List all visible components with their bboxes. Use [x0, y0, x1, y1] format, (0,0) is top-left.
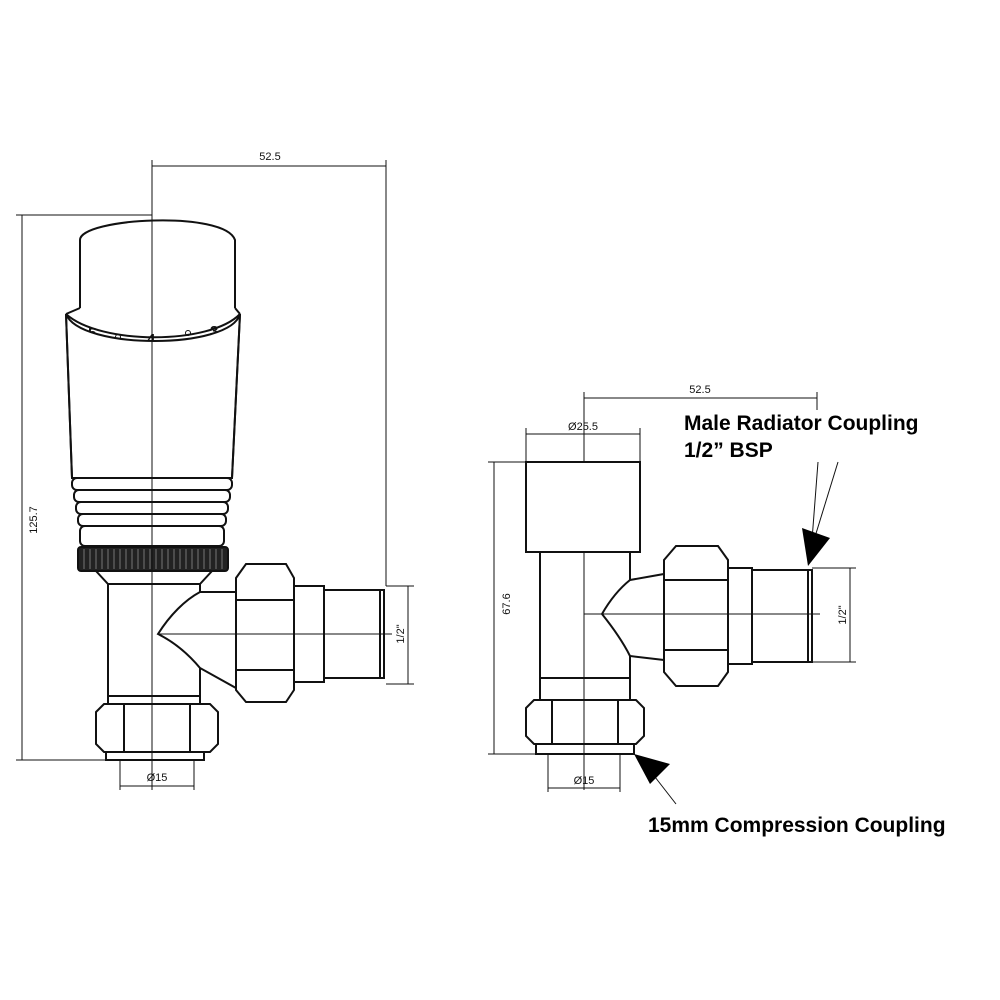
- left-dim-top-label: 52.5: [259, 151, 280, 163]
- arrow-icon: [634, 754, 670, 784]
- right-tail-pipe: [751, 569, 813, 663]
- arrow-icon: [802, 528, 830, 566]
- callout-compression-label: 15mm Compression Coupling: [648, 814, 946, 837]
- right-dim-pipe-label: 1/2": [837, 605, 849, 624]
- right-dim-height-label: 67.6: [501, 593, 513, 614]
- left-dim-pipe: 1/2": [386, 585, 414, 685]
- left-dim-top: 52.5: [151, 151, 387, 586]
- knurled-ring: [77, 546, 229, 572]
- valve-neck: [93, 570, 215, 585]
- callout-compression-coupling: 15mm Compression Coupling: [634, 754, 946, 837]
- right-valve-elbow: [600, 572, 665, 662]
- callout-male-line2: 1/2” BSP: [684, 439, 773, 462]
- thermostatic-head-dome: [79, 219, 236, 308]
- right-dim-pipe: 1/2": [812, 567, 856, 663]
- right-union-nut: [663, 545, 729, 687]
- right-tail-collar: [727, 567, 753, 665]
- left-union-nut: [235, 563, 295, 703]
- left-dim-height: 125.7: [16, 214, 152, 761]
- dial-number-3: 3: [210, 323, 218, 340]
- right-nut-base: [535, 743, 635, 755]
- lockshield-cap: [525, 461, 641, 553]
- valve-elbow: [156, 591, 237, 690]
- head-crown: [65, 313, 241, 339]
- left-compression-nut: [95, 703, 219, 753]
- right-dim-cap: Ø25.5: [525, 421, 641, 462]
- right-compression-nut: [525, 699, 645, 745]
- left-dim-height-label: 125.7: [28, 506, 40, 534]
- left-dim-bottom-label: Ø15: [147, 772, 168, 784]
- left-thermostatic-valve: 52.5 125.7 5 4 3: [16, 151, 414, 790]
- dial-dot: [185, 330, 191, 336]
- right-manual-valve: 52.5 Ø25.5 67.6: [488, 384, 856, 792]
- left-dim-pipe-label: 1/2": [395, 624, 407, 643]
- right-dim-top-label: 52.5: [689, 384, 710, 396]
- right-dim-cap-label: Ø25.5: [568, 421, 598, 433]
- left-nut-base: [105, 751, 205, 761]
- left-dim-bottom: Ø15: [119, 760, 195, 790]
- right-dim-height: 67.6: [488, 461, 536, 755]
- callout-male-coupling: Male Radiator Coupling 1/2” BSP: [684, 412, 919, 566]
- right-bottom-collar: [539, 677, 631, 701]
- callout-male-line1: Male Radiator Coupling: [684, 412, 919, 435]
- right-dim-top: 52.5: [583, 384, 818, 462]
